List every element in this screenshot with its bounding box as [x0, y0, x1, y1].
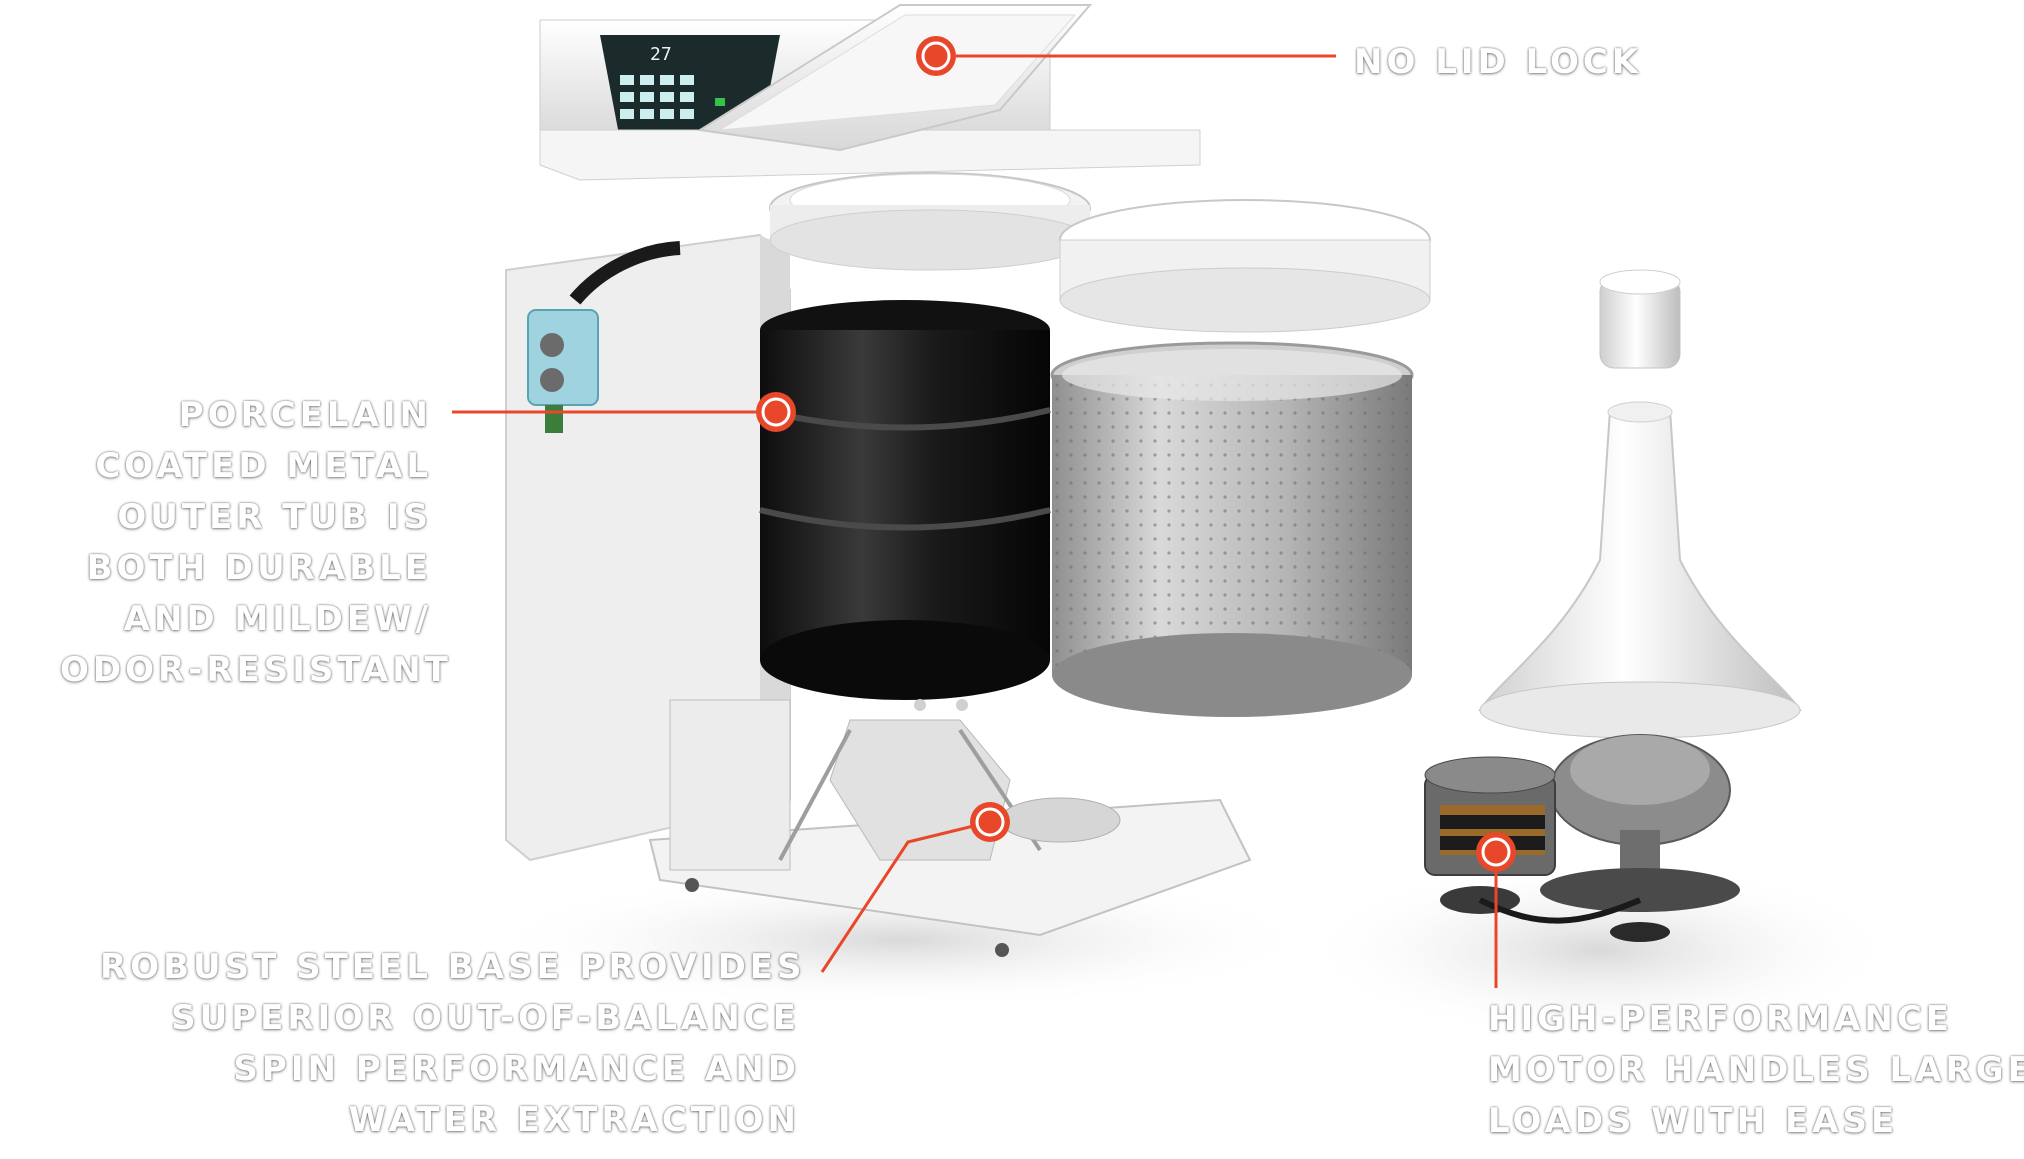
callout-line: OUTER TUB IS: [117, 497, 432, 537]
transmission: [1540, 734, 1740, 942]
callout-outer-tub: PORCELAIN COATED METAL OUTER TUB IS BOTH…: [60, 390, 452, 696]
callout-line: ROBUST STEEL BASE PROVIDES: [100, 947, 806, 987]
water-valve: [527, 241, 681, 433]
hotspot-base-icon[interactable]: [970, 802, 1010, 842]
callout-line: NO LID LOCK: [1354, 42, 1643, 82]
callout-line: PORCELAIN: [178, 395, 432, 435]
motor: [1424, 756, 1642, 924]
callout-leaders: [452, 54, 1498, 988]
callout-line: SUPERIOR OUT-OF-BALANCE: [171, 998, 800, 1038]
tub-cover-ring: [769, 172, 1091, 271]
hotspot-motor-icon[interactable]: [1476, 832, 1516, 872]
console-display: 27: [650, 44, 672, 65]
callout-line: COATED METAL: [95, 446, 432, 486]
agitator: [1478, 269, 1802, 739]
top-console: 27: [539, 4, 1201, 181]
hotspot-lid-icon[interactable]: [916, 36, 956, 76]
callout-line: AND MILDEW/: [123, 599, 432, 639]
callout-line: MOTOR HANDLES LARGE: [1488, 1050, 2024, 1090]
balance-ring: [1059, 199, 1431, 333]
callout-steel-base: ROBUST STEEL BASE PROVIDES SUPERIOR OUT-…: [100, 942, 806, 1146]
callout-line: BOTH DURABLE: [86, 548, 432, 588]
callout-line: SPIN PERFORMANCE AND: [233, 1049, 800, 1089]
hotspot-tub-icon[interactable]: [756, 392, 796, 432]
callout-line: HIGH-PERFORMANCE: [1488, 999, 1953, 1039]
callout-motor: HIGH-PERFORMANCE MOTOR HANDLES LARGE LOA…: [1488, 994, 2024, 1147]
wash-basket: [1050, 341, 1414, 717]
leader-steel-base: [820, 820, 991, 973]
callout-line: WATER EXTRACTION: [348, 1100, 800, 1140]
outer-tub: [759, 300, 1051, 711]
callout-line: LOADS WITH EASE: [1488, 1101, 1899, 1141]
steel-base: [648, 699, 1252, 957]
callout-lid-lock: NO LID LOCK: [1354, 37, 1642, 88]
callout-line: ODOR-RESISTANT: [60, 650, 452, 690]
